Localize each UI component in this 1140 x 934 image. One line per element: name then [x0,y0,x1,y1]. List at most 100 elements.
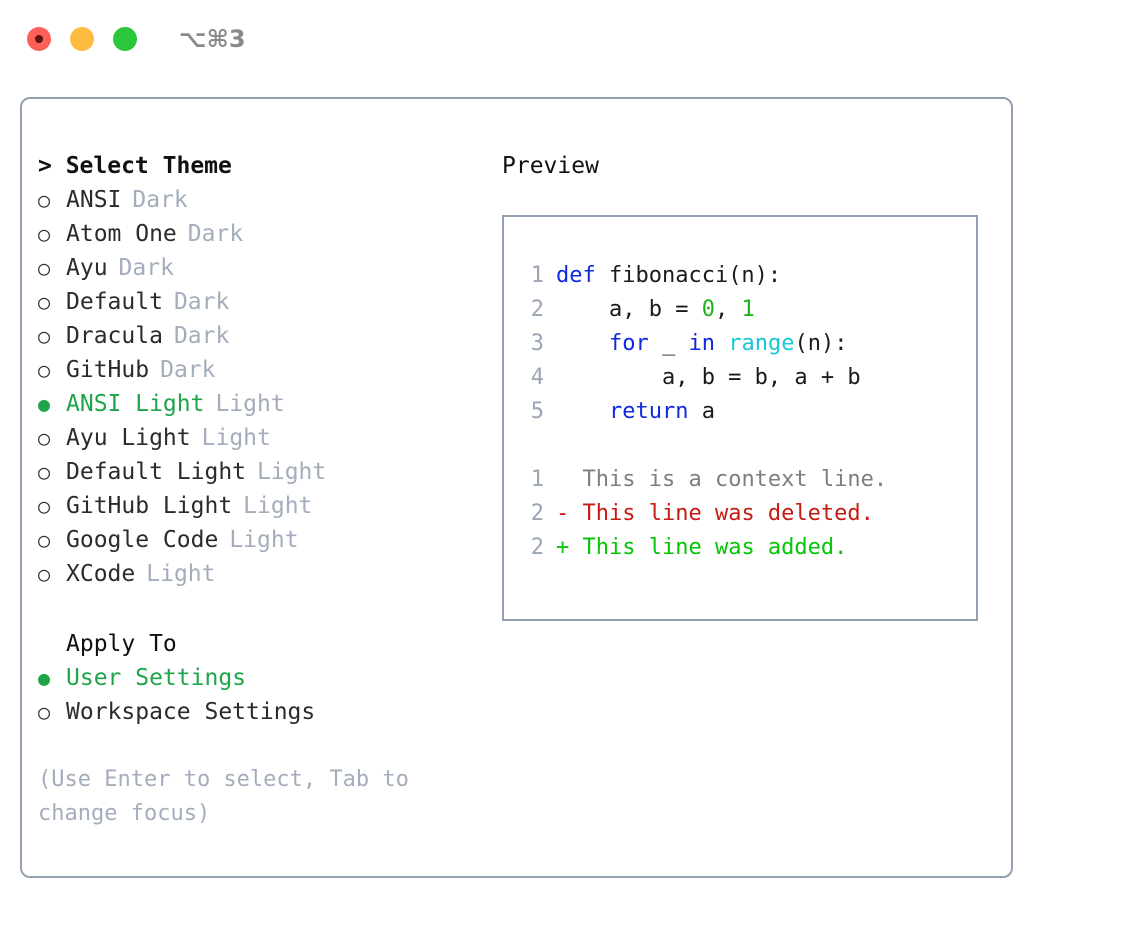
apply-to-list: ●User Settings○Workspace Settings [38,661,478,729]
theme-variant-label: Light [201,425,271,451]
code-token: a, b = [556,297,702,322]
diff-line-number: 1 [530,467,544,492]
theme-list-item[interactable]: ○ Atom One Dark [38,217,478,251]
code-line-number: 4 [530,365,544,390]
code-line-number: 3 [530,331,544,356]
code-token: in [688,331,715,356]
theme-name-label: Atom One [66,221,177,247]
apply-to-option-label: Workspace Settings [66,699,316,725]
traffic-light-group [27,27,137,51]
diff-sign: + [556,535,570,560]
theme-variant-label: Light [229,527,299,553]
apply-to-option-label: User Settings [66,665,247,691]
diff-spacer [569,497,582,531]
code-line: 2 a, b = 0, 1 [518,293,976,327]
apply-to-title: Apply To [66,631,177,657]
radio-unselected-icon: ○ [38,562,51,586]
diff-spacer [569,463,582,497]
diff-line-text: This line was added. [582,535,848,560]
code-token: for [608,331,649,356]
theme-name-label: GitHub [66,357,150,383]
diff-line-number: 2 [530,501,544,526]
apply-to-option[interactable]: ○Workspace Settings [38,695,478,729]
select-theme-header: > Select Theme [38,153,232,179]
theme-variant-label: Dark [173,323,230,349]
code-token [556,331,609,356]
keyboard-hint-text: (Use Enter to select, Tab to change focu… [38,767,409,826]
diff-line-text: This is a context line. [582,467,888,492]
maximize-button[interactable] [113,27,137,51]
theme-variant-label: Dark [160,357,216,383]
theme-variant-label: Light [215,391,285,417]
theme-list-item[interactable]: ○ GitHub Light Light [38,489,478,523]
diff-line: 2 + This line was added. [518,531,976,565]
radio-selected-icon: ● [38,392,51,416]
radio-unselected-icon: ○ [38,290,51,314]
diff-line: 2- This line was deleted. [518,497,976,531]
theme-name-label: Default [66,289,163,315]
code-line-content: a, b = 0, 1 [556,293,755,327]
code-line: 5 return a [518,395,976,429]
code-token: a [688,399,715,424]
code-token [715,331,728,356]
radio-unselected-icon: ○ [38,460,51,484]
diff-sign [556,463,569,497]
minimize-button[interactable] [70,27,94,51]
code-line: 1 def fibonacci(n): [518,259,976,293]
theme-variant-label: Dark [132,187,188,213]
code-line-number: 5 [530,399,544,424]
theme-variant-label: Light [146,561,216,587]
theme-list-item[interactable]: ○ GitHub Dark [38,353,478,387]
theme-name-label: XCode [66,561,136,587]
theme-list-item[interactable]: ○ XCode Light [38,557,478,591]
radio-unselected-icon: ○ [38,426,51,450]
theme-variant-label: Dark [187,221,244,247]
code-line-content: def fibonacci(n): [556,259,781,293]
code-token: a, b = b, a + b [556,365,861,390]
diff-line-text: This line was deleted. [582,501,874,526]
code-line: 4 a, b = b, a + b [518,361,976,395]
theme-name-label: Dracula [66,323,163,349]
radio-unselected-icon: ○ [38,358,51,382]
radio-unselected-icon: ○ [38,222,51,246]
window-shortcut-label: ⌥⌘3 [179,25,246,53]
code-line: 3 for _ in range(n): [518,327,976,361]
theme-name-label: GitHub Light [66,493,233,519]
apply-to-option[interactable]: ●User Settings [38,661,478,695]
theme-list-item[interactable]: ● ANSI Light Light [38,387,478,421]
code-token [556,399,609,424]
code-token: def [556,263,609,288]
close-button[interactable] [27,27,51,51]
code-token: return [608,399,689,424]
diff-sign: - [556,501,570,526]
diff-line-number: 2 [530,535,544,560]
code-diff-separator [518,429,976,463]
code-token: fibonacci(n): [608,263,782,288]
code-line-number: 1 [530,263,544,288]
code-token: 1 [741,297,755,322]
theme-name-label: Default Light [66,459,247,485]
apply-to-section: Apply To ●User Settings○Workspace Settin… [38,627,478,729]
radio-unselected-icon: ○ [38,494,51,518]
radio-unselected-icon: ○ [38,528,51,552]
code-token: range [728,331,795,356]
theme-name-label: ANSI [66,187,122,213]
theme-variant-label: Dark [118,255,174,281]
code-line-content: return a [556,395,715,429]
code-line-content: a, b = b, a + b [556,361,861,395]
diff-sample-block: 1 This is a context line. 2- This line wa… [518,463,976,565]
theme-name-label: ANSI Light [66,391,205,417]
theme-variant-label: Light [243,493,313,519]
code-line-number: 2 [530,297,544,322]
